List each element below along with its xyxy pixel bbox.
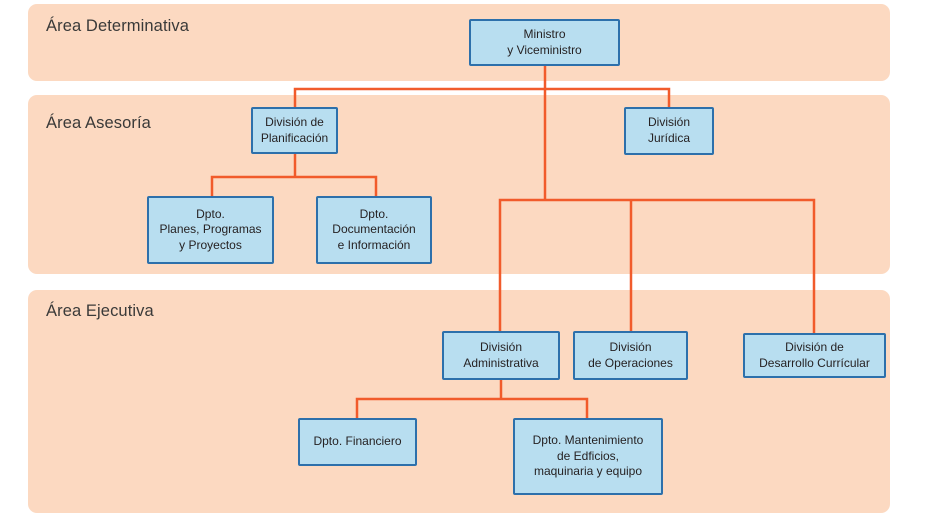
area-label-ejecutiva: Área Ejecutiva bbox=[46, 302, 154, 320]
org-node-division-desarrollo-curricular: División de Desarrollo Currícular bbox=[743, 333, 886, 378]
area-label-asesoria: Área Asesoría bbox=[46, 114, 151, 132]
org-node-dpto-financiero: Dpto. Financiero bbox=[298, 418, 417, 466]
org-node-ministro: Ministro y Viceministro bbox=[469, 19, 620, 66]
area-label-determinativa: Área Determinativa bbox=[46, 17, 190, 35]
org-node-division-juridica: División Jurídica bbox=[624, 107, 714, 155]
org-node-dpto-planes: Dpto. Planes, Programas y Proyectos bbox=[147, 196, 274, 264]
org-node-dpto-documentacion: Dpto. Documentación e Información bbox=[316, 196, 432, 264]
band-area-determinativa: Área Determinativa bbox=[28, 4, 890, 81]
org-node-dpto-mantenimiento: Dpto. Mantenimiento de Edficios, maquina… bbox=[513, 418, 663, 495]
org-node-division-administrativa: División Administrativa bbox=[442, 331, 560, 380]
band-area-ejecutiva: Área Ejecutiva bbox=[28, 290, 890, 513]
org-node-division-planificacion: División de Planificación bbox=[251, 107, 338, 154]
org-node-division-operaciones: División de Operaciones bbox=[573, 331, 688, 380]
